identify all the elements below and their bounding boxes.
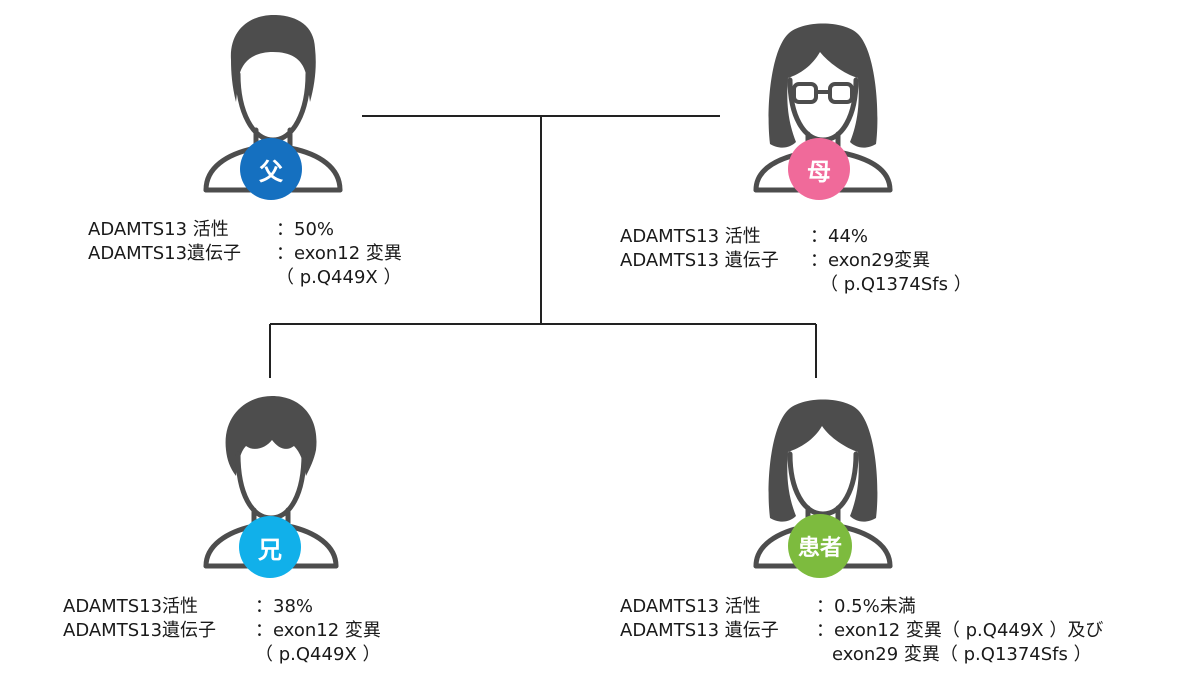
mother-gene-value: exon29変異 (828, 250, 931, 271)
brother-gene-label: ADAMTS13遺伝子 (63, 620, 217, 641)
patient-gene-value-2: exon29 変異（ p.Q1374Sfs ） (832, 644, 1092, 665)
colon-separator: ： (276, 219, 294, 240)
colon-separator: ： (255, 620, 273, 641)
patient-gene-value: exon12 変異（ p.Q449X ）及び (834, 620, 1104, 641)
colon-separator: ： (816, 596, 834, 617)
father-gene-label: ADAMTS13遺伝子 (88, 243, 242, 264)
mother-badge: 母 (788, 138, 850, 200)
mother-figure: 母 (748, 12, 898, 202)
father-figure: 父 (198, 12, 348, 202)
brother-gene-value: exon12 変異 (273, 620, 381, 641)
brother-activity-value: 38% (273, 596, 314, 617)
father-gene-value: exon12 変異 (294, 243, 402, 264)
brother-info: ADAMTS13活性 ： 38% ADAMTS13遺伝子 ： exon12 変異… (63, 595, 381, 667)
brother-gene-value-2: （ p.Q449X ） (255, 644, 381, 665)
father-badge: 父 (240, 138, 302, 200)
mother-gene-label: ADAMTS13 遺伝子 (620, 250, 779, 271)
brother-badge: 兄 (239, 516, 301, 578)
patient-info: ADAMTS13 活性 ： 0.5%未満 ADAMTS13 遺伝子 ： exon… (620, 595, 1103, 667)
colon-separator: ： (276, 243, 294, 264)
colon-separator: ： (810, 226, 828, 247)
mother-activity-value: 44% (828, 226, 869, 247)
colon-separator: ： (810, 250, 828, 271)
patient-badge: 患者 (788, 514, 852, 578)
mother-gene-value-2: （ p.Q1374Sfs ） (820, 274, 972, 295)
mother-activity-label: ADAMTS13 活性 (620, 226, 761, 247)
colon-separator: ： (816, 620, 834, 641)
father-activity-value: 50% (294, 219, 335, 240)
patient-gene-label: ADAMTS13 遺伝子 (620, 620, 779, 641)
brother-activity-label: ADAMTS13活性 (63, 596, 199, 617)
patient-activity-value: 0.5%未満 (834, 596, 916, 617)
father-info: ADAMTS13 活性 ： 50% ADAMTS13遺伝子 ： exon12 変… (88, 218, 402, 290)
colon-separator: ： (255, 596, 273, 617)
mother-info: ADAMTS13 活性 ： 44% ADAMTS13 遺伝子 ： exon29変… (620, 225, 972, 297)
father-gene-value-2: （ p.Q449X ） (276, 267, 402, 288)
patient-figure: 患者 (748, 388, 898, 578)
brother-figure: 兄 (196, 390, 346, 580)
patient-activity-label: ADAMTS13 活性 (620, 596, 761, 617)
father-activity-label: ADAMTS13 活性 (88, 219, 229, 240)
